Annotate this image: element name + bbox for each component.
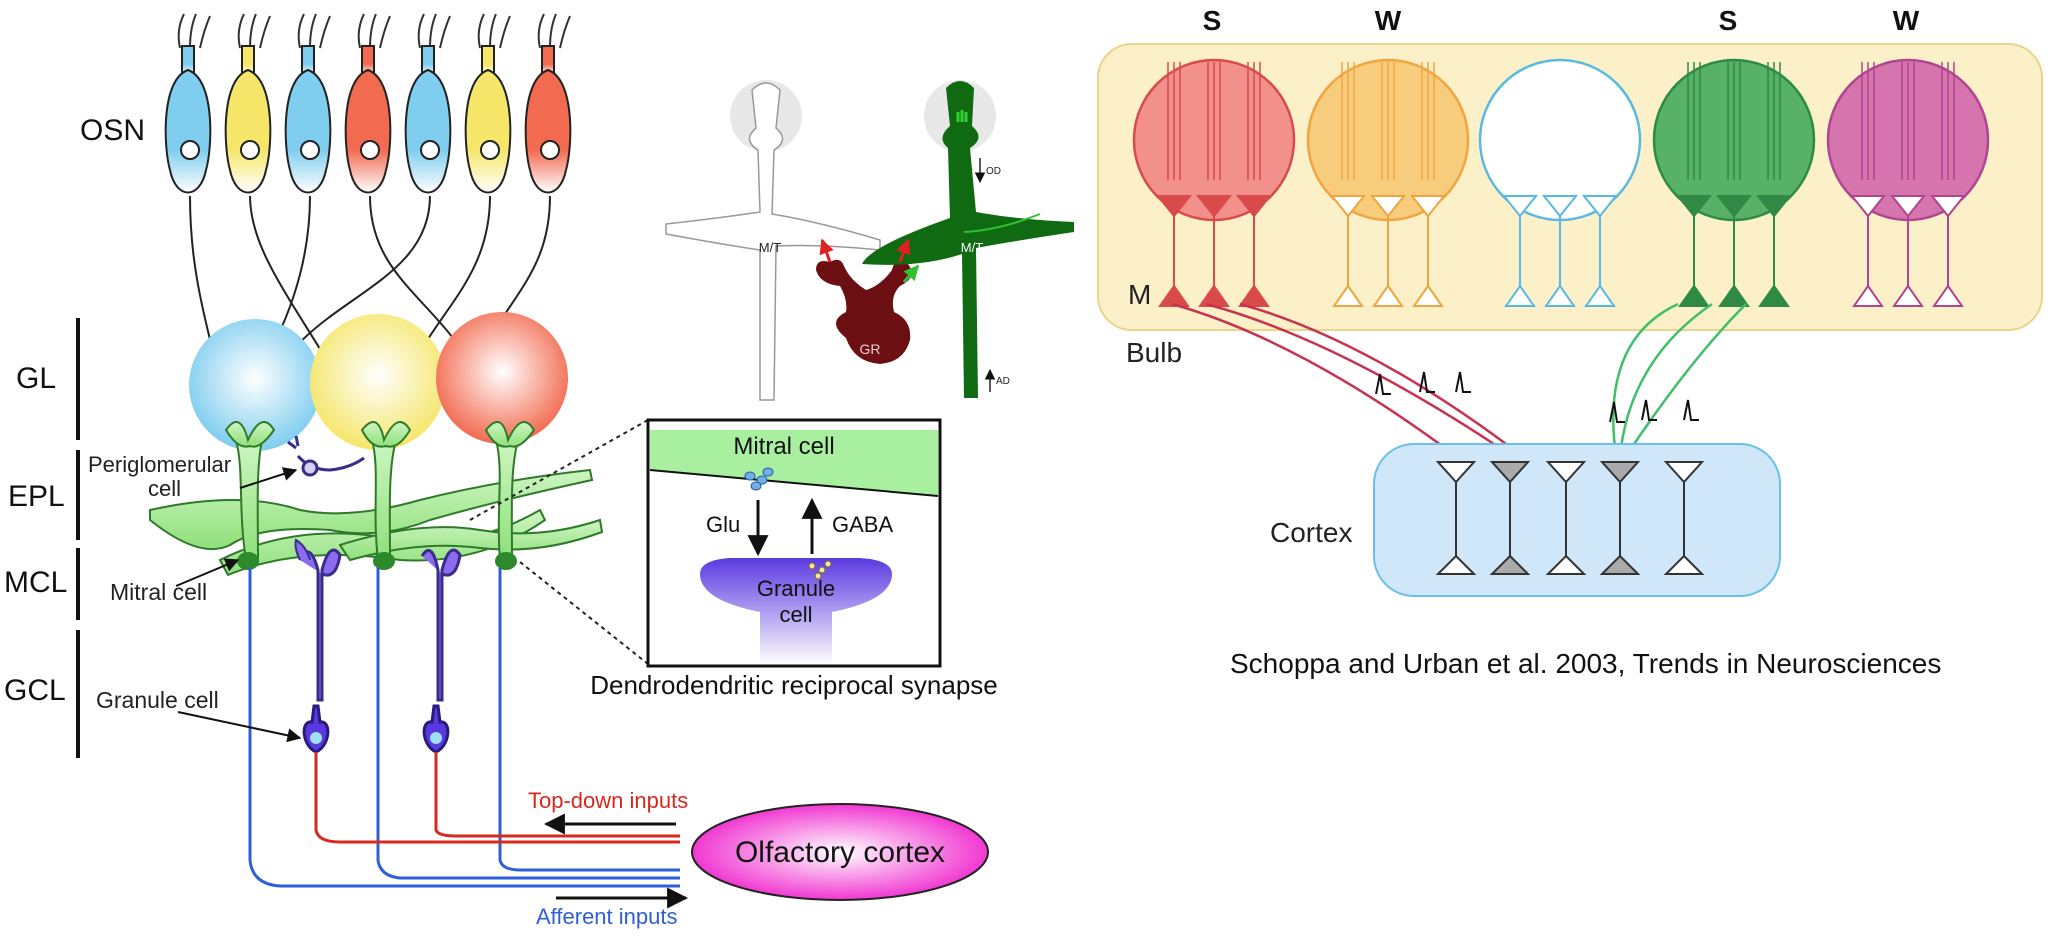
top-label-s2: S: [1719, 5, 1738, 36]
granule-cell-label: Granule cell: [96, 687, 219, 713]
gl-label: GL: [16, 362, 56, 395]
bulb-glomerulus: [1826, 58, 1990, 307]
mt-left-label: M/T: [759, 240, 781, 255]
bulb-glomerulus: [1306, 58, 1470, 307]
cortex-neuron: [1435, 461, 1477, 575]
cortex-neuron: [1545, 461, 1587, 575]
cortex-region: [1373, 443, 1781, 597]
epl-label: EPL: [8, 480, 65, 513]
osn-cell: [399, 13, 512, 401]
m-label: M: [1128, 279, 1151, 310]
osn-cell: [469, 13, 572, 381]
bulb-glomerulus: [1652, 58, 1816, 307]
synapse-inset: Mitral cell Glu GABA Granule cell: [646, 418, 942, 668]
mt-left-cell: [665, 82, 881, 401]
mitral-cell-label: Mitral cell: [110, 579, 207, 605]
bulb-glomeruli: [1132, 58, 1990, 307]
granule-cells: [294, 538, 462, 754]
od-label: OD: [986, 166, 1001, 177]
top-down-label: Top-down inputs: [528, 788, 688, 813]
inset-granule-label-2: cell: [779, 602, 812, 627]
inset-granule-label: Granule: [757, 576, 835, 601]
osn-label: OSN: [80, 114, 145, 147]
afferent-label: Afferent inputs: [536, 904, 677, 929]
gr-cell: [816, 259, 912, 364]
citation: Schoppa and Urban et al. 2003, Trends in…: [1230, 648, 1942, 679]
gr-label: GR: [860, 341, 881, 357]
cortex-label: Cortex: [1270, 517, 1352, 548]
mt-right-label: M/T: [961, 240, 983, 255]
periglomerular-label: Periglomerular: [88, 452, 231, 477]
glomerulus-blue: [189, 319, 321, 451]
inset-caption: Dendrodendritic reciprocal synapse: [590, 670, 998, 700]
bulb-glomerulus: [1132, 58, 1296, 307]
bulb-glomerulus: [1478, 58, 1642, 307]
bulb-label: Bulb: [1126, 337, 1182, 368]
glu-label: Glu: [706, 512, 740, 537]
osn-cell: [164, 13, 221, 381]
gaba-label: GABA: [832, 512, 893, 537]
bulb-to-cortex-axons: [1171, 302, 1747, 458]
glomerulus-red: [436, 312, 568, 444]
ad-label: AD: [996, 376, 1010, 387]
periglomerular-label-2: cell: [148, 476, 181, 501]
cortex-neuron: [1663, 461, 1705, 575]
top-down-axons: [314, 752, 680, 844]
top-label-w2: W: [1893, 5, 1920, 36]
cortex-neuron: [1489, 461, 1531, 575]
gcl-label: GCL: [4, 674, 66, 707]
middle-panel: M/T GR M/T OD AD: [665, 80, 1074, 401]
top-label-w1: W: [1375, 5, 1402, 36]
glomerulus-yellow: [310, 314, 446, 450]
inset-mitral-label: Mitral cell: [733, 433, 834, 460]
left-panel: OSN GL EPL MCL GCL Periglomerular cell: [4, 13, 998, 929]
afferent-axons: [248, 568, 680, 888]
spike-marks: [1375, 371, 1699, 423]
osn-cell: [224, 13, 361, 421]
mcl-label: MCL: [4, 566, 67, 599]
top-label-s1: S: [1203, 5, 1222, 36]
mt-right-cell: [862, 81, 1074, 398]
cortex-neurons: [1435, 461, 1705, 575]
cortex-neuron: [1599, 461, 1641, 575]
olfactory-cortex: [691, 803, 989, 901]
olfactory-cortex-label: Olfactory cortex: [735, 836, 945, 869]
periglomerular-cell: [287, 435, 365, 477]
right-panel: S W S W Bulb M Cortex: [1097, 5, 2043, 597]
mitral-cells: [149, 421, 604, 577]
